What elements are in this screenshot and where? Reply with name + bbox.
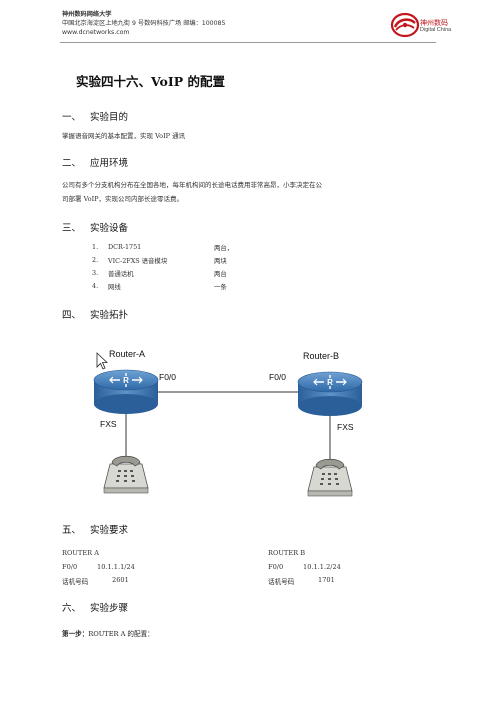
item-name: VIC-2FXS 语音模块 (108, 257, 168, 265)
router-a-ip: 10.1.1.1/24 (97, 563, 135, 571)
header-address: 中国北京海淀区上地九街 9 号数码科技广场 邮编：100085 (62, 20, 226, 27)
router-b-label: Router-B (303, 351, 339, 361)
section-number: 五、 (62, 525, 82, 536)
router-b-ip: 10.1.1.2/24 (303, 563, 341, 571)
topology-diagram: R Router-A F0/0 FXS R Router-B F0/0 FXS (93, 349, 363, 497)
router-a-fxs-label: FXS (100, 419, 117, 429)
section-heading-steps: 六、实验步骤 (62, 600, 128, 614)
item-quantity: 两台 (214, 270, 227, 278)
router-a-phone-label: 话机号码 (62, 578, 89, 586)
telephone-a-icon (103, 455, 149, 494)
telephone-b-icon (307, 458, 353, 497)
section-number: 三、 (62, 223, 82, 234)
item-quantity: 两块 (214, 257, 227, 265)
section-label: 实验要求 (90, 525, 129, 536)
router-b-phone-label: 话机号码 (268, 578, 295, 586)
section-number: 二、 (62, 158, 82, 169)
section-heading-equipment: 三、实验设备 (62, 220, 128, 234)
equipment-item: 2. VIC-2FXS 语音模块 两块 (92, 256, 272, 266)
item-number: 4. (92, 282, 99, 290)
section-number: 一、 (62, 112, 82, 123)
header-website: www.dcnetworks.com (62, 29, 130, 36)
step-1: 第一步：ROUTER A 的配置： (62, 628, 154, 638)
router-b-port: F0/0 (268, 563, 284, 571)
equipment-item: 4. 网线 一条 (92, 282, 272, 292)
item-number: 1. (92, 243, 99, 251)
section-label: 实验步骤 (90, 603, 129, 614)
router-b-fxs-label: FXS (337, 422, 354, 432)
purpose-text: 掌握语音网关的基本配置，实现 VoIP 通讯 (62, 132, 186, 140)
logo-cn-text: 神州数码 (420, 19, 448, 27)
section-label: 实验目的 (90, 112, 129, 123)
equipment-item: 1. DCR-1751 两台， (92, 243, 272, 253)
router-a-phone-number: 2601 (112, 576, 129, 584)
item-quantity: 一条 (214, 283, 227, 291)
item-name: DCR-1751 (108, 243, 142, 251)
router-a-heading: ROUTER A (62, 549, 99, 557)
item-quantity: 两台， (214, 244, 234, 252)
item-name: 网线 (108, 283, 121, 291)
section-heading-topology: 四、实验拓扑 (62, 307, 128, 321)
environment-text-line2: 司部署 VoIP，实现公司内部长途零话费。 (62, 195, 184, 203)
router-b-port-label: F0/0 (269, 372, 286, 382)
router-b-glyph: R (327, 378, 333, 387)
equipment-item: 3. 普通话机 两台 (92, 269, 272, 279)
router-a-glyph: R (123, 376, 129, 385)
environment-text-line1: 公司有多个分支机构分布在全国各地，每年机构间的长途电话费用非常高昂，小李决定在公 (62, 181, 322, 189)
section-label: 应用环境 (90, 158, 129, 169)
router-a-port: F0/0 (62, 563, 78, 571)
router-a-icon (93, 369, 159, 414)
section-heading-requirements: 五、实验要求 (62, 522, 128, 536)
router-b-heading: ROUTER B (268, 549, 306, 557)
router-a-port-label: F0/0 (159, 372, 176, 382)
step-1-text: ROUTER A 的配置： (88, 630, 154, 638)
router-a-label: Router-A (109, 349, 145, 359)
header-divider (60, 42, 436, 43)
item-name: 普通话机 (108, 270, 134, 278)
section-number: 四、 (62, 310, 82, 321)
section-number: 六、 (62, 603, 82, 614)
router-b-phone-number: 1701 (318, 576, 335, 584)
logo-en-text: Digital China (420, 27, 452, 33)
router-b-icon (297, 371, 363, 416)
page-title: 实验四十六、VoIP 的配置 (76, 74, 225, 89)
item-number: 3. (92, 269, 99, 277)
section-label: 实验拓扑 (90, 310, 129, 321)
item-number: 2. (92, 256, 99, 264)
mouse-cursor-icon (96, 352, 109, 370)
section-label: 实验设备 (90, 223, 129, 234)
header-org-name: 神州数码网络大学 (62, 11, 112, 18)
section-heading-environment: 二、应用环境 (62, 155, 128, 169)
step-1-label: 第一步： (62, 630, 89, 638)
logo-swirl-icon (390, 12, 420, 38)
section-heading-purpose: 一、实验目的 (62, 109, 128, 123)
